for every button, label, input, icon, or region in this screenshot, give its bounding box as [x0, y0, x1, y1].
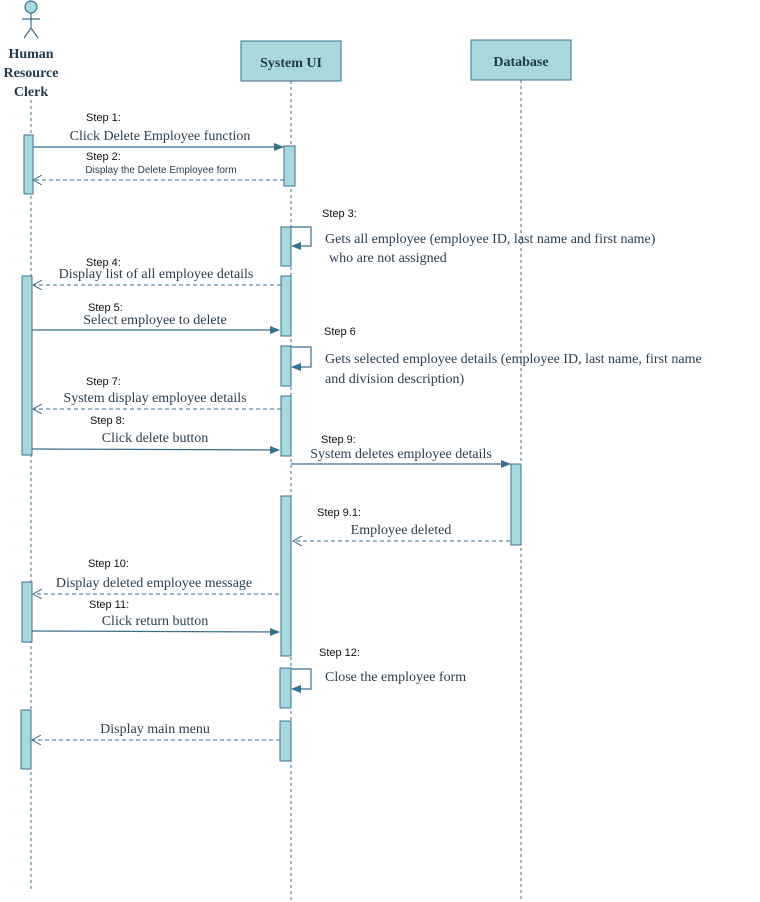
- arrow-step-11: [31, 627, 280, 636]
- message-step-10: Step 10: Display deleted employee messag…: [33, 558, 279, 594]
- step-7-label: Step 7:: [86, 376, 121, 388]
- step-5-text: Select employee to delete: [83, 313, 226, 328]
- message-step-12: Step 12: Close the employee form: [291, 647, 466, 693]
- activation-database-1: [510, 463, 522, 546]
- arrow-step-3: [291, 226, 312, 250]
- step-9-text: System deletes employee details: [310, 447, 492, 462]
- message-step-2: Step 2: Display the Delete Employee form: [33, 151, 284, 180]
- activation-system-8: [279, 720, 292, 762]
- participant-database: Database: [470, 39, 572, 81]
- participant-system-ui: System UI: [240, 40, 342, 82]
- activation-actor-4: [20, 709, 32, 770]
- message-step-6: Step 6 Gets selected employee details (e…: [291, 326, 702, 387]
- step-11-text: Click return button: [102, 614, 209, 629]
- message-step-3: Step 3: Gets all employee (employee ID, …: [291, 208, 656, 266]
- database-title: Database: [493, 55, 548, 70]
- activation-system-7: [279, 667, 292, 709]
- step-4-label: Step 4:: [86, 257, 121, 269]
- step-3-text-line2: who are not assigned: [329, 251, 447, 266]
- step-12-label: Step 12:: [319, 647, 360, 659]
- arrow-step-12: [291, 668, 312, 693]
- step-10-label: Step 10:: [88, 558, 129, 570]
- activation-system-1: [283, 145, 296, 187]
- message-step-9-1: Step 9.1: Employee deleted: [293, 507, 510, 541]
- actor-human-resource-clerk: Human Resource Clerk: [4, 0, 59, 100]
- activation-actor-1: [23, 134, 34, 195]
- activation-system-2: [280, 226, 292, 267]
- arrow-step-6: [291, 346, 312, 371]
- step-3-label: Step 3:: [322, 208, 357, 220]
- step-11-label: Step 11:: [89, 599, 129, 611]
- step-2-text: Display the Delete Employee form: [85, 165, 236, 176]
- step-6-text-line1: Gets selected employee details (employee…: [325, 352, 702, 367]
- actor-name-line2: Resource: [4, 66, 59, 81]
- step-9-1-label: Step 9.1:: [317, 507, 361, 519]
- arrow-step-8: [31, 445, 280, 454]
- step-6-label: Step 6: [324, 326, 356, 338]
- message-step-5: Step 5: Select employee to delete: [32, 302, 280, 334]
- step-8-text: Click delete button: [102, 431, 209, 446]
- message-step-9: Step 9: System deletes employee details: [291, 434, 511, 468]
- step-4-text: Display list of all employee details: [59, 267, 254, 282]
- step-8-label: Step 8:: [90, 415, 125, 427]
- actor-name-line3: Clerk: [14, 85, 48, 100]
- message-step-8: Step 8: Click delete button: [31, 415, 280, 454]
- step-2-label: Step 2:: [86, 151, 121, 163]
- message-step-1: Step 1: Click Delete Employee function: [33, 112, 284, 151]
- step-10-text: Display deleted employee message: [56, 576, 252, 591]
- step-3-text-line1: Gets all employee (employee ID, last nam…: [325, 232, 656, 247]
- message-step-4: Step 4: Display list of all employee det…: [33, 257, 281, 285]
- activation-system-6: [280, 495, 292, 657]
- system-ui-title: System UI: [260, 56, 322, 71]
- activation-actor-3: [21, 581, 33, 643]
- activation-system-3: [280, 275, 292, 337]
- step-13-text: Display main menu: [100, 722, 210, 737]
- step-5-label: Step 5:: [88, 302, 123, 314]
- step-12-text: Close the employee form: [325, 670, 466, 685]
- message-step-13: Display main menu: [32, 722, 280, 740]
- step-1-label: Step 1:: [86, 112, 121, 124]
- activation-system-5: [280, 395, 292, 457]
- step-6-text-line2: and division description): [325, 372, 465, 387]
- message-step-11: Step 11: Click return button: [31, 599, 280, 636]
- step-9-1-text: Employee deleted: [351, 523, 452, 538]
- stick-figure-icon: [22, 0, 40, 39]
- actor-name-line1: Human: [8, 47, 53, 62]
- step-9-label: Step 9:: [321, 434, 356, 446]
- step-1-text: Click Delete Employee function: [70, 129, 251, 144]
- step-7-text: System display employee details: [63, 391, 246, 406]
- activation-system-4: [280, 345, 292, 387]
- message-step-7: Step 7: System display employee details: [33, 376, 281, 409]
- activation-actor-2: [21, 275, 33, 456]
